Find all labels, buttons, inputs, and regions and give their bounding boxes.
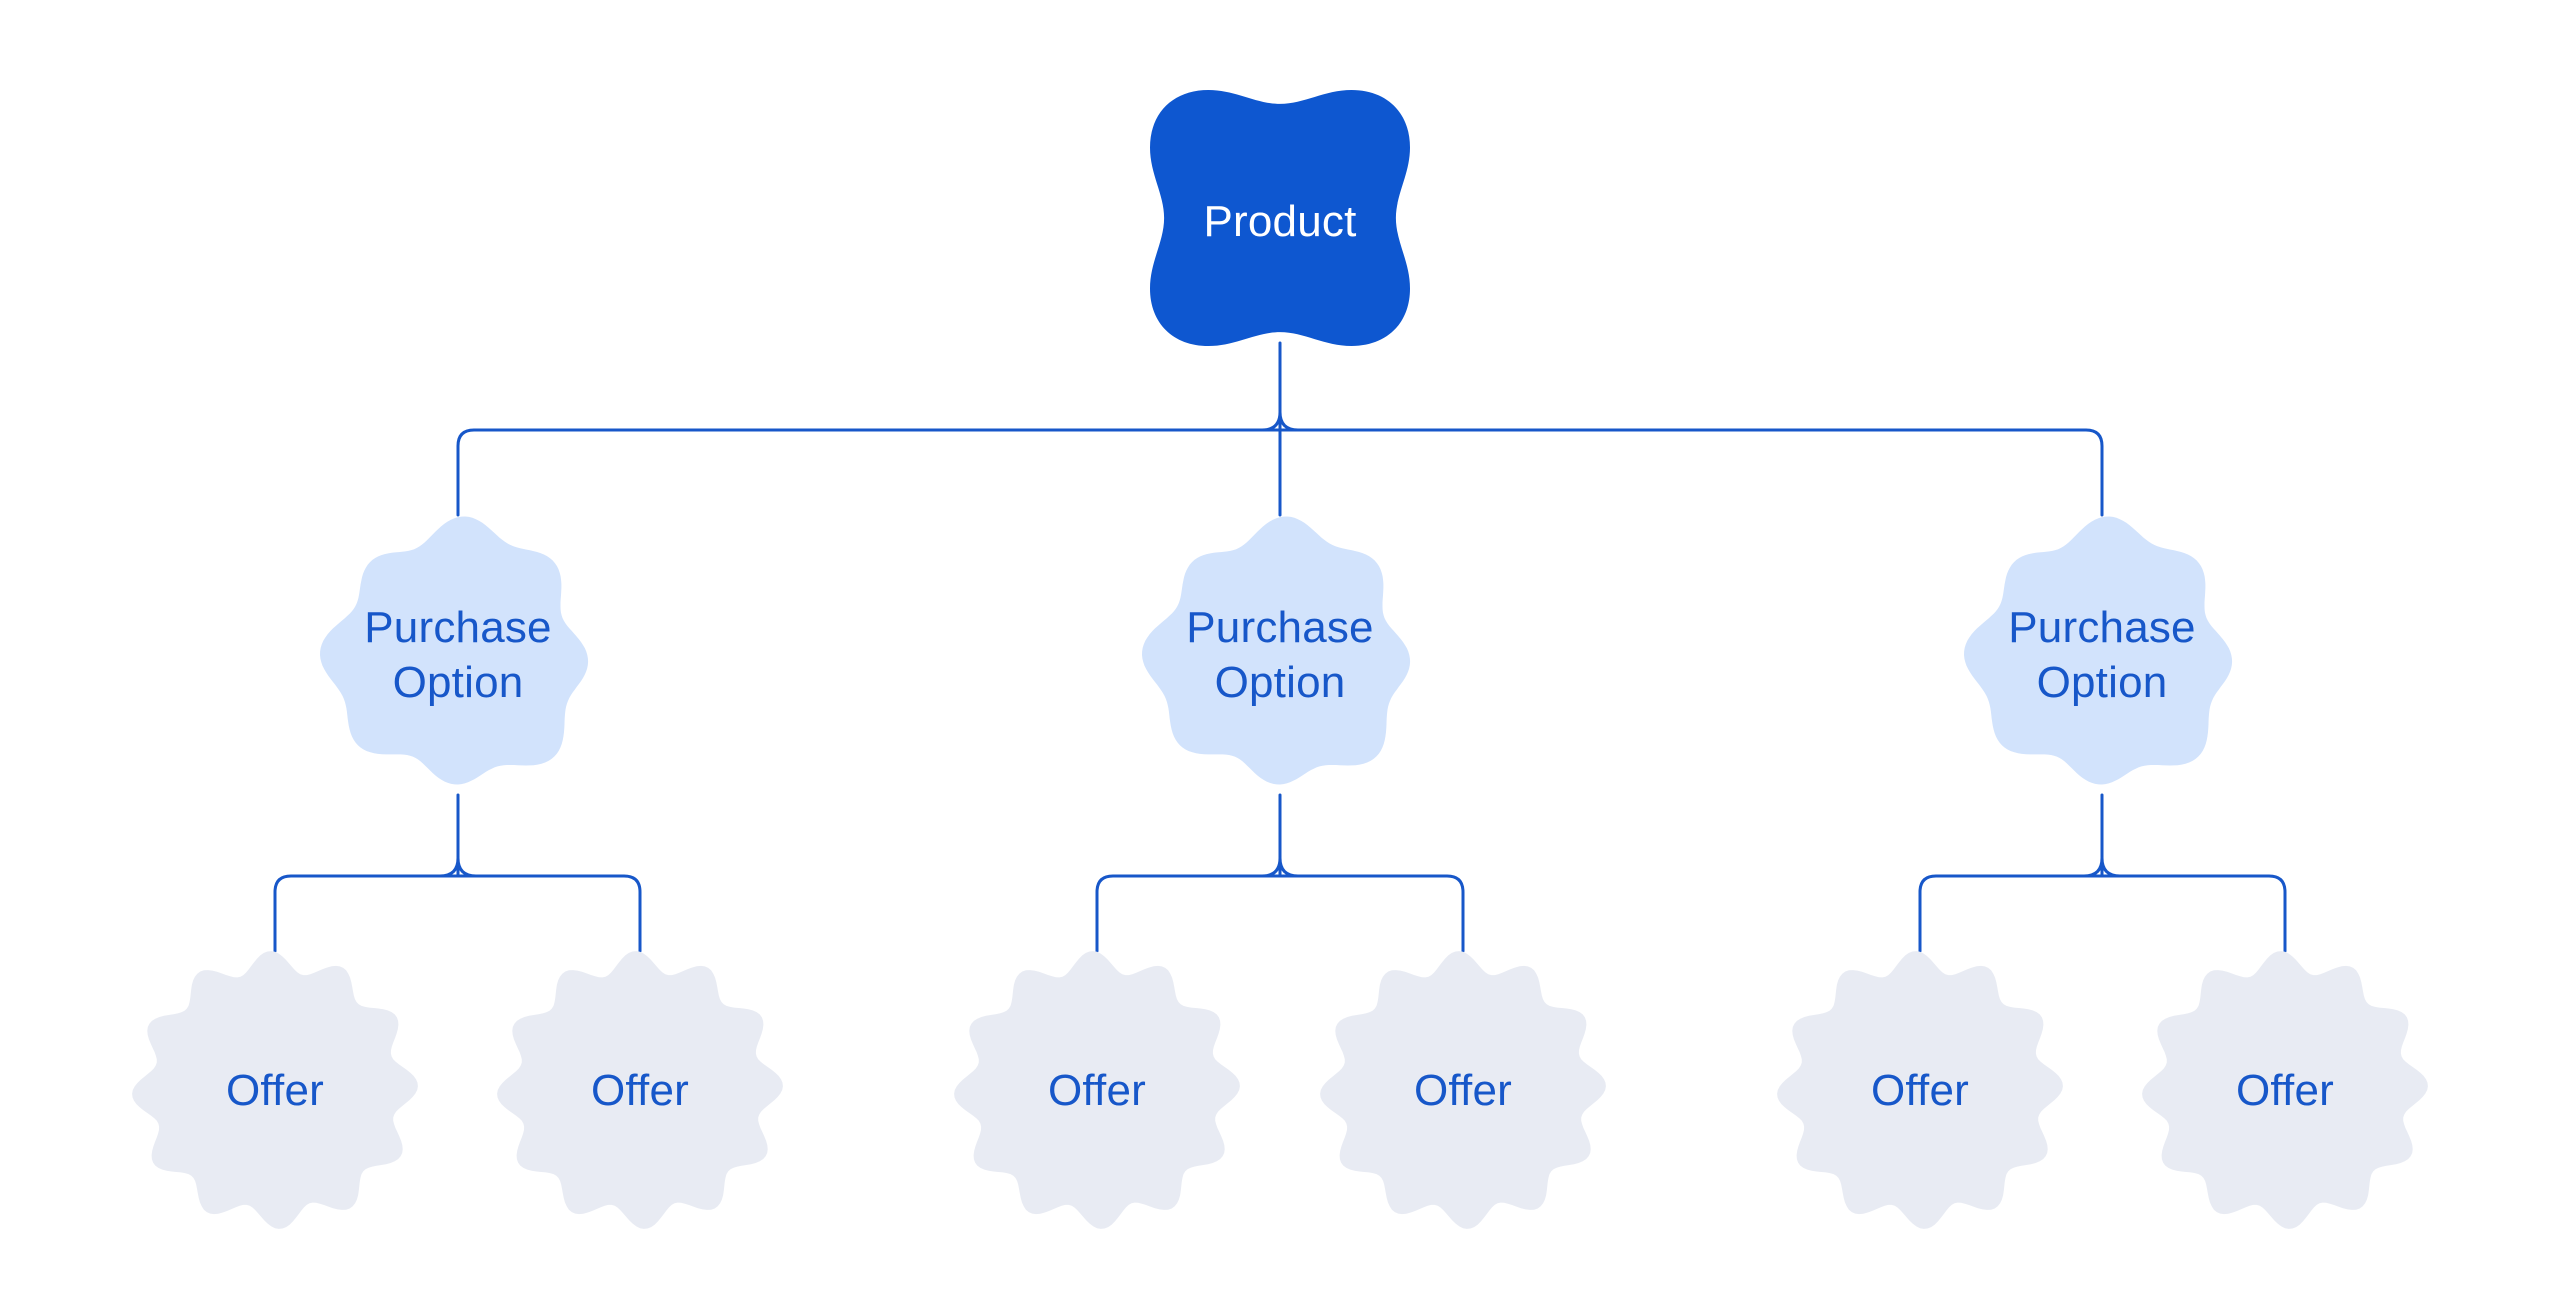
purchase-option-blob-shape	[1964, 516, 2233, 785]
connector-po3-fillet-left	[2082, 856, 2104, 878]
purchase-option-label: Purchase Option	[364, 603, 552, 707]
offer-blob-shape	[2142, 951, 2428, 1229]
connector-top-rail	[456, 428, 2104, 517]
connector-top-fillet-right	[1278, 410, 1300, 432]
purchase-option-label: Purchase Option	[2008, 603, 2196, 707]
connector-po3-fillet-right	[2100, 856, 2122, 878]
offer-label: Offer	[1413, 1065, 1512, 1115]
product-label: Product	[1203, 196, 1357, 246]
offer-label: Offer	[590, 1065, 689, 1115]
connector-po1-rail	[273, 874, 642, 953]
offer-node-2: Offer	[497, 951, 783, 1229]
connector-po1-fillet-right	[456, 856, 478, 878]
connector-po2-fillet-right	[1278, 856, 1300, 878]
purchase-option-node-2: Purchase Option	[1140, 515, 1420, 795]
offer-label: Offer	[2235, 1065, 2334, 1115]
offer-label: Offer	[1047, 1065, 1146, 1115]
offer-node-4: Offer	[1320, 951, 1606, 1229]
connector-po2-fillet-left	[1260, 856, 1282, 878]
purchase-option-node-1: Purchase Option	[318, 515, 598, 795]
offer-label: Offer	[1870, 1065, 1969, 1115]
offer-blob-shape	[497, 951, 783, 1229]
connector-po2-rail	[1095, 874, 1465, 953]
offer-node-3: Offer	[954, 951, 1240, 1229]
connector-po3-rail	[1918, 874, 2287, 953]
offer-blob-shape	[954, 951, 1240, 1229]
offer-label: Offer	[225, 1065, 324, 1115]
purchase-option-blob-shape	[320, 516, 589, 785]
offer-blob-shape	[132, 951, 418, 1229]
product-blob-shape	[1150, 90, 1410, 346]
offer-blob-shape	[1777, 951, 2063, 1229]
offer-node-5: Offer	[1777, 951, 2063, 1229]
purchase-option-label: Purchase Option	[1186, 603, 1374, 707]
offer-node-1: Offer	[132, 951, 418, 1229]
product-node: Product	[1150, 90, 1410, 346]
offer-node-6: Offer	[2142, 951, 2428, 1229]
connector-po1-fillet-left	[438, 856, 460, 878]
purchase-option-blob-shape	[1142, 516, 1411, 785]
purchase-option-node-3: Purchase Option	[1962, 515, 2242, 795]
offer-blob-shape	[1320, 951, 1606, 1229]
connector-top-fillet-left	[1260, 410, 1282, 432]
